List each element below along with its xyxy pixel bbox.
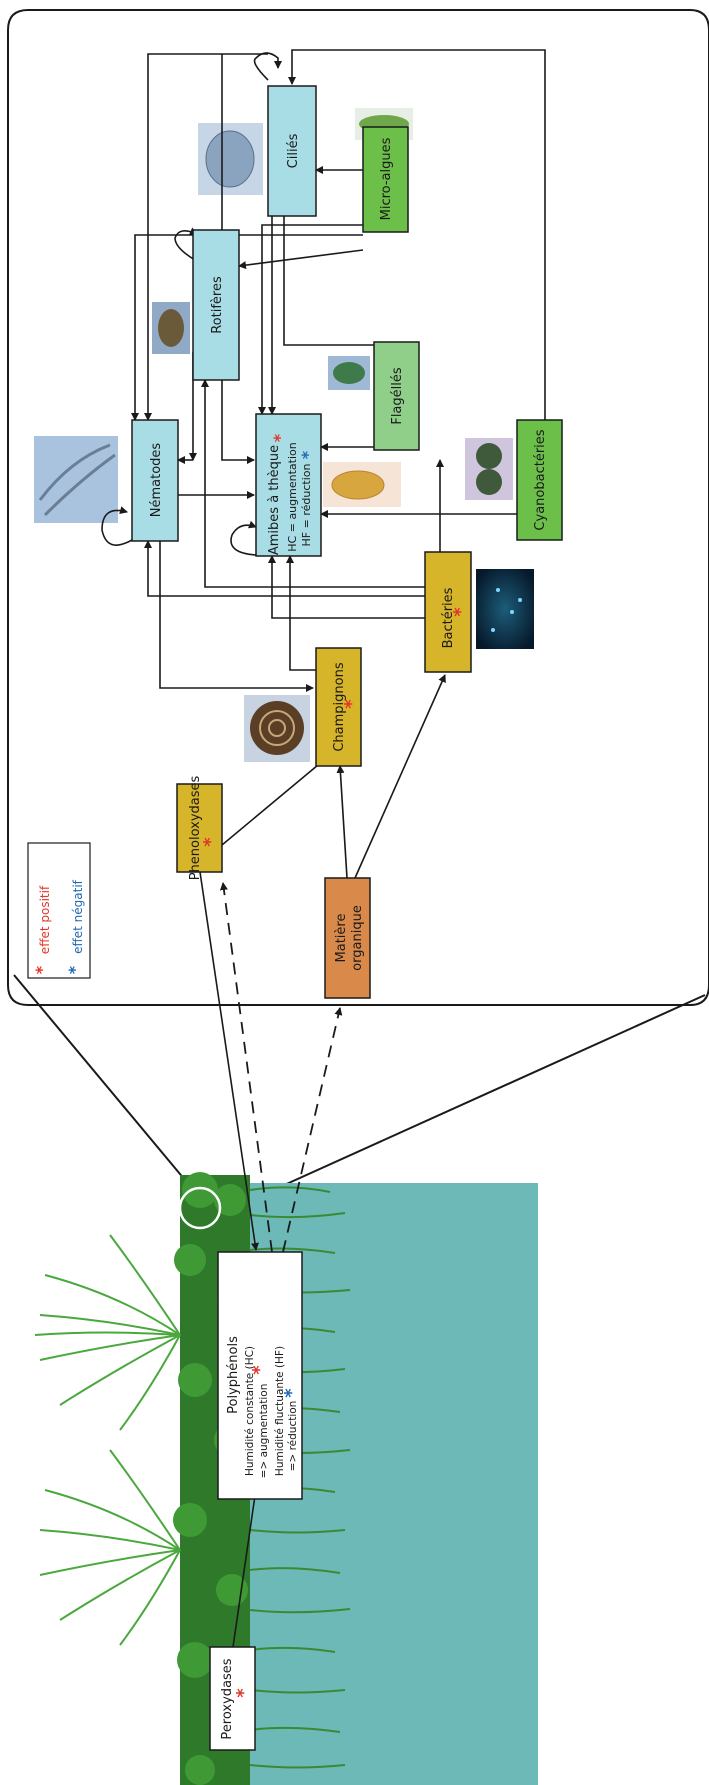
legend-positive-label: effet positif — [38, 885, 52, 954]
node-phenoloxydases: Phenoloxydases * — [176, 775, 223, 880]
poly-negative-star: * — [281, 1388, 302, 1398]
node-cilies: Ciliés — [267, 85, 317, 217]
node-micro-algues: Micro-algues — [362, 126, 409, 233]
testate-amoeba-photo — [323, 462, 401, 507]
cyanobacteria-photo — [465, 438, 513, 500]
amibes-positive-star: * — [270, 433, 289, 442]
node-peroxydases-label: Peroxydases — [220, 1658, 235, 1739]
bacteries-positive-star: * — [450, 607, 471, 617]
food-web-edges — [101, 49, 546, 1648]
node-flagelles: Flagéllés — [373, 341, 420, 451]
bacteria-photo — [476, 569, 534, 649]
node-matiere-line2: organique — [350, 905, 365, 971]
dashed-arrows — [219, 882, 343, 1253]
node-flagelles-label: Flagéllés — [390, 367, 405, 425]
node-amibes-a-theque: Amibes à thèque HC = augmentation HF = r… — [255, 413, 322, 557]
node-amibes-hf: HF = réduction — [300, 464, 313, 547]
node-poly-hf: Humidité fluctuante (HF) — [274, 1346, 286, 1476]
node-matiere-line1: Matière — [334, 914, 349, 963]
node-amibes-title: Amibes à thèque — [267, 445, 282, 555]
champignons-positive-star: * — [341, 699, 362, 709]
node-cyanobacteries-label: Cyanobactéries — [533, 429, 548, 530]
zoom-frame — [7, 9, 709, 1006]
legend-box: * effet positif * effet négatif — [27, 842, 91, 979]
node-poly-hf-effect: => réduction — [287, 1401, 299, 1472]
node-poly-hc: Humidité constante (HC) — [244, 1346, 256, 1476]
legend-positive-star: * — [32, 965, 51, 974]
node-bacteries: Bactéries * — [424, 551, 472, 673]
nematode-photo — [34, 436, 118, 523]
node-nematodes: Nématodes — [131, 419, 179, 542]
node-cyanobacteries: Cyanobactéries — [516, 419, 563, 541]
node-nematodes-label: Nématodes — [149, 443, 164, 518]
moss-sporophyte-tufts — [34, 1234, 181, 1646]
rotifer-photo — [152, 302, 190, 354]
amibes-negative-star: * — [298, 450, 317, 459]
ciliate-photo — [198, 123, 263, 195]
node-peroxydases: Peroxydases * — [209, 1646, 256, 1751]
zoom-circle — [178, 1186, 222, 1230]
phenoloxydases-positive-star: * — [200, 837, 221, 847]
fungus-photo — [244, 695, 310, 762]
node-champignons-label: Champignons — [332, 662, 347, 751]
poly-positive-star: * — [249, 1365, 270, 1375]
node-polyphenols-title: Polyphénols — [226, 1336, 241, 1414]
flagellate-photo — [328, 356, 370, 390]
legend-negative-label: effet négatif — [71, 879, 85, 954]
node-micro-algues-label: Micro-algues — [379, 137, 394, 220]
node-rotiferes: Rotifères — [192, 229, 240, 381]
legend-negative-star: * — [65, 965, 84, 974]
node-champignons: Champignons * — [315, 647, 362, 767]
node-amibes-hc: HC = augmentation — [286, 442, 299, 551]
node-bacteries-label: Bactéries — [441, 587, 456, 648]
node-poly-hc-effect: => augmentation — [258, 1384, 270, 1479]
node-polyphenols: Polyphénols Humidité constante (HC) => a… — [217, 1251, 303, 1500]
peroxydases-positive-star: * — [233, 1688, 254, 1698]
zoom-funnel-lines — [13, 974, 706, 1206]
node-phenoloxydases-label: Phenoloxydases — [188, 775, 203, 880]
node-cilies-label: Ciliés — [286, 133, 301, 168]
node-matiere-organique: Matière organique — [324, 877, 371, 999]
node-rotiferes-label: Rotifères — [210, 276, 225, 334]
